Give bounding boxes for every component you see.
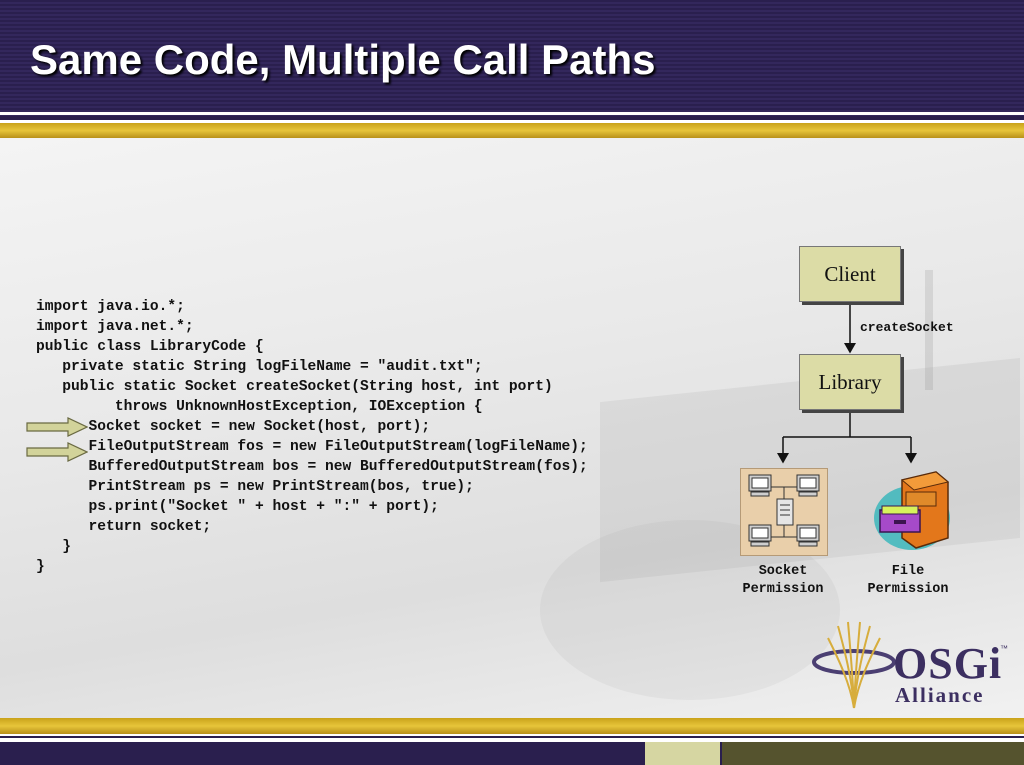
code-line: private static String logFileName = "aud… — [36, 359, 483, 375]
code-line: public class LibraryCode { — [36, 339, 264, 355]
code-line: Socket socket = new Socket(host, port); — [36, 419, 431, 435]
gold-band-bottom — [0, 718, 1024, 734]
socket-caption-line2: Permission — [742, 582, 824, 597]
library-label: Library — [818, 369, 882, 394]
code-line: BufferedOutputStream bos = new BufferedO… — [36, 459, 588, 475]
code-line: PrintStream ps = new PrintStream(bos, tr… — [36, 479, 474, 495]
gold-band-top — [0, 123, 1024, 138]
highlight-arrow-icon — [26, 442, 88, 462]
osgi-logo-icon — [812, 621, 896, 709]
header-divider-dark — [0, 118, 1024, 120]
highlight-arrow-icon — [26, 417, 88, 437]
slide-header — [0, 0, 1024, 118]
network-computers-icon — [740, 468, 828, 556]
background-tower — [925, 270, 933, 390]
file-caption-line2: Permission — [867, 582, 949, 597]
file-caption-line1: File — [891, 564, 925, 579]
footer-accent-dark — [722, 742, 1024, 765]
client-box: Client — [799, 246, 901, 302]
code-line: import java.io.*; — [36, 299, 185, 315]
client-label: Client — [824, 261, 876, 286]
content-background — [0, 138, 1024, 718]
code-listing: import java.io.*; import java.net.*; publi… — [36, 297, 588, 577]
library-box: Library — [799, 354, 901, 410]
code-line: } — [36, 539, 72, 555]
code-line: throws UnknownHostException, IOException… — [36, 399, 483, 415]
header-divider — [0, 112, 1024, 115]
logo-alliance-text: Alliance — [895, 683, 985, 707]
code-line: return socket; — [36, 519, 212, 535]
code-line: } — [36, 559, 45, 575]
file-permission-caption: File Permission — [860, 563, 956, 599]
footer-divider — [0, 736, 1024, 738]
code-line: FileOutputStream fos = new FileOutputStr… — [36, 439, 588, 455]
socket-permission-caption: Socket Permission — [736, 563, 830, 599]
create-socket-label: createSocket — [860, 320, 954, 335]
file-cabinet-icon — [874, 471, 950, 550]
slide-title: Same Code, Multiple Call Paths — [30, 36, 656, 83]
code-line: public static Socket createSocket(String… — [36, 379, 553, 395]
socket-caption-line1: Socket — [758, 564, 808, 579]
footer-accent-light — [645, 742, 720, 765]
code-line: import java.net.*; — [36, 319, 194, 335]
logo-trademark: ™ — [1000, 644, 1008, 653]
logo-osgi-text: OSGi — [893, 639, 1003, 688]
code-line: ps.print("Socket " + host + ":" + port); — [36, 499, 439, 515]
